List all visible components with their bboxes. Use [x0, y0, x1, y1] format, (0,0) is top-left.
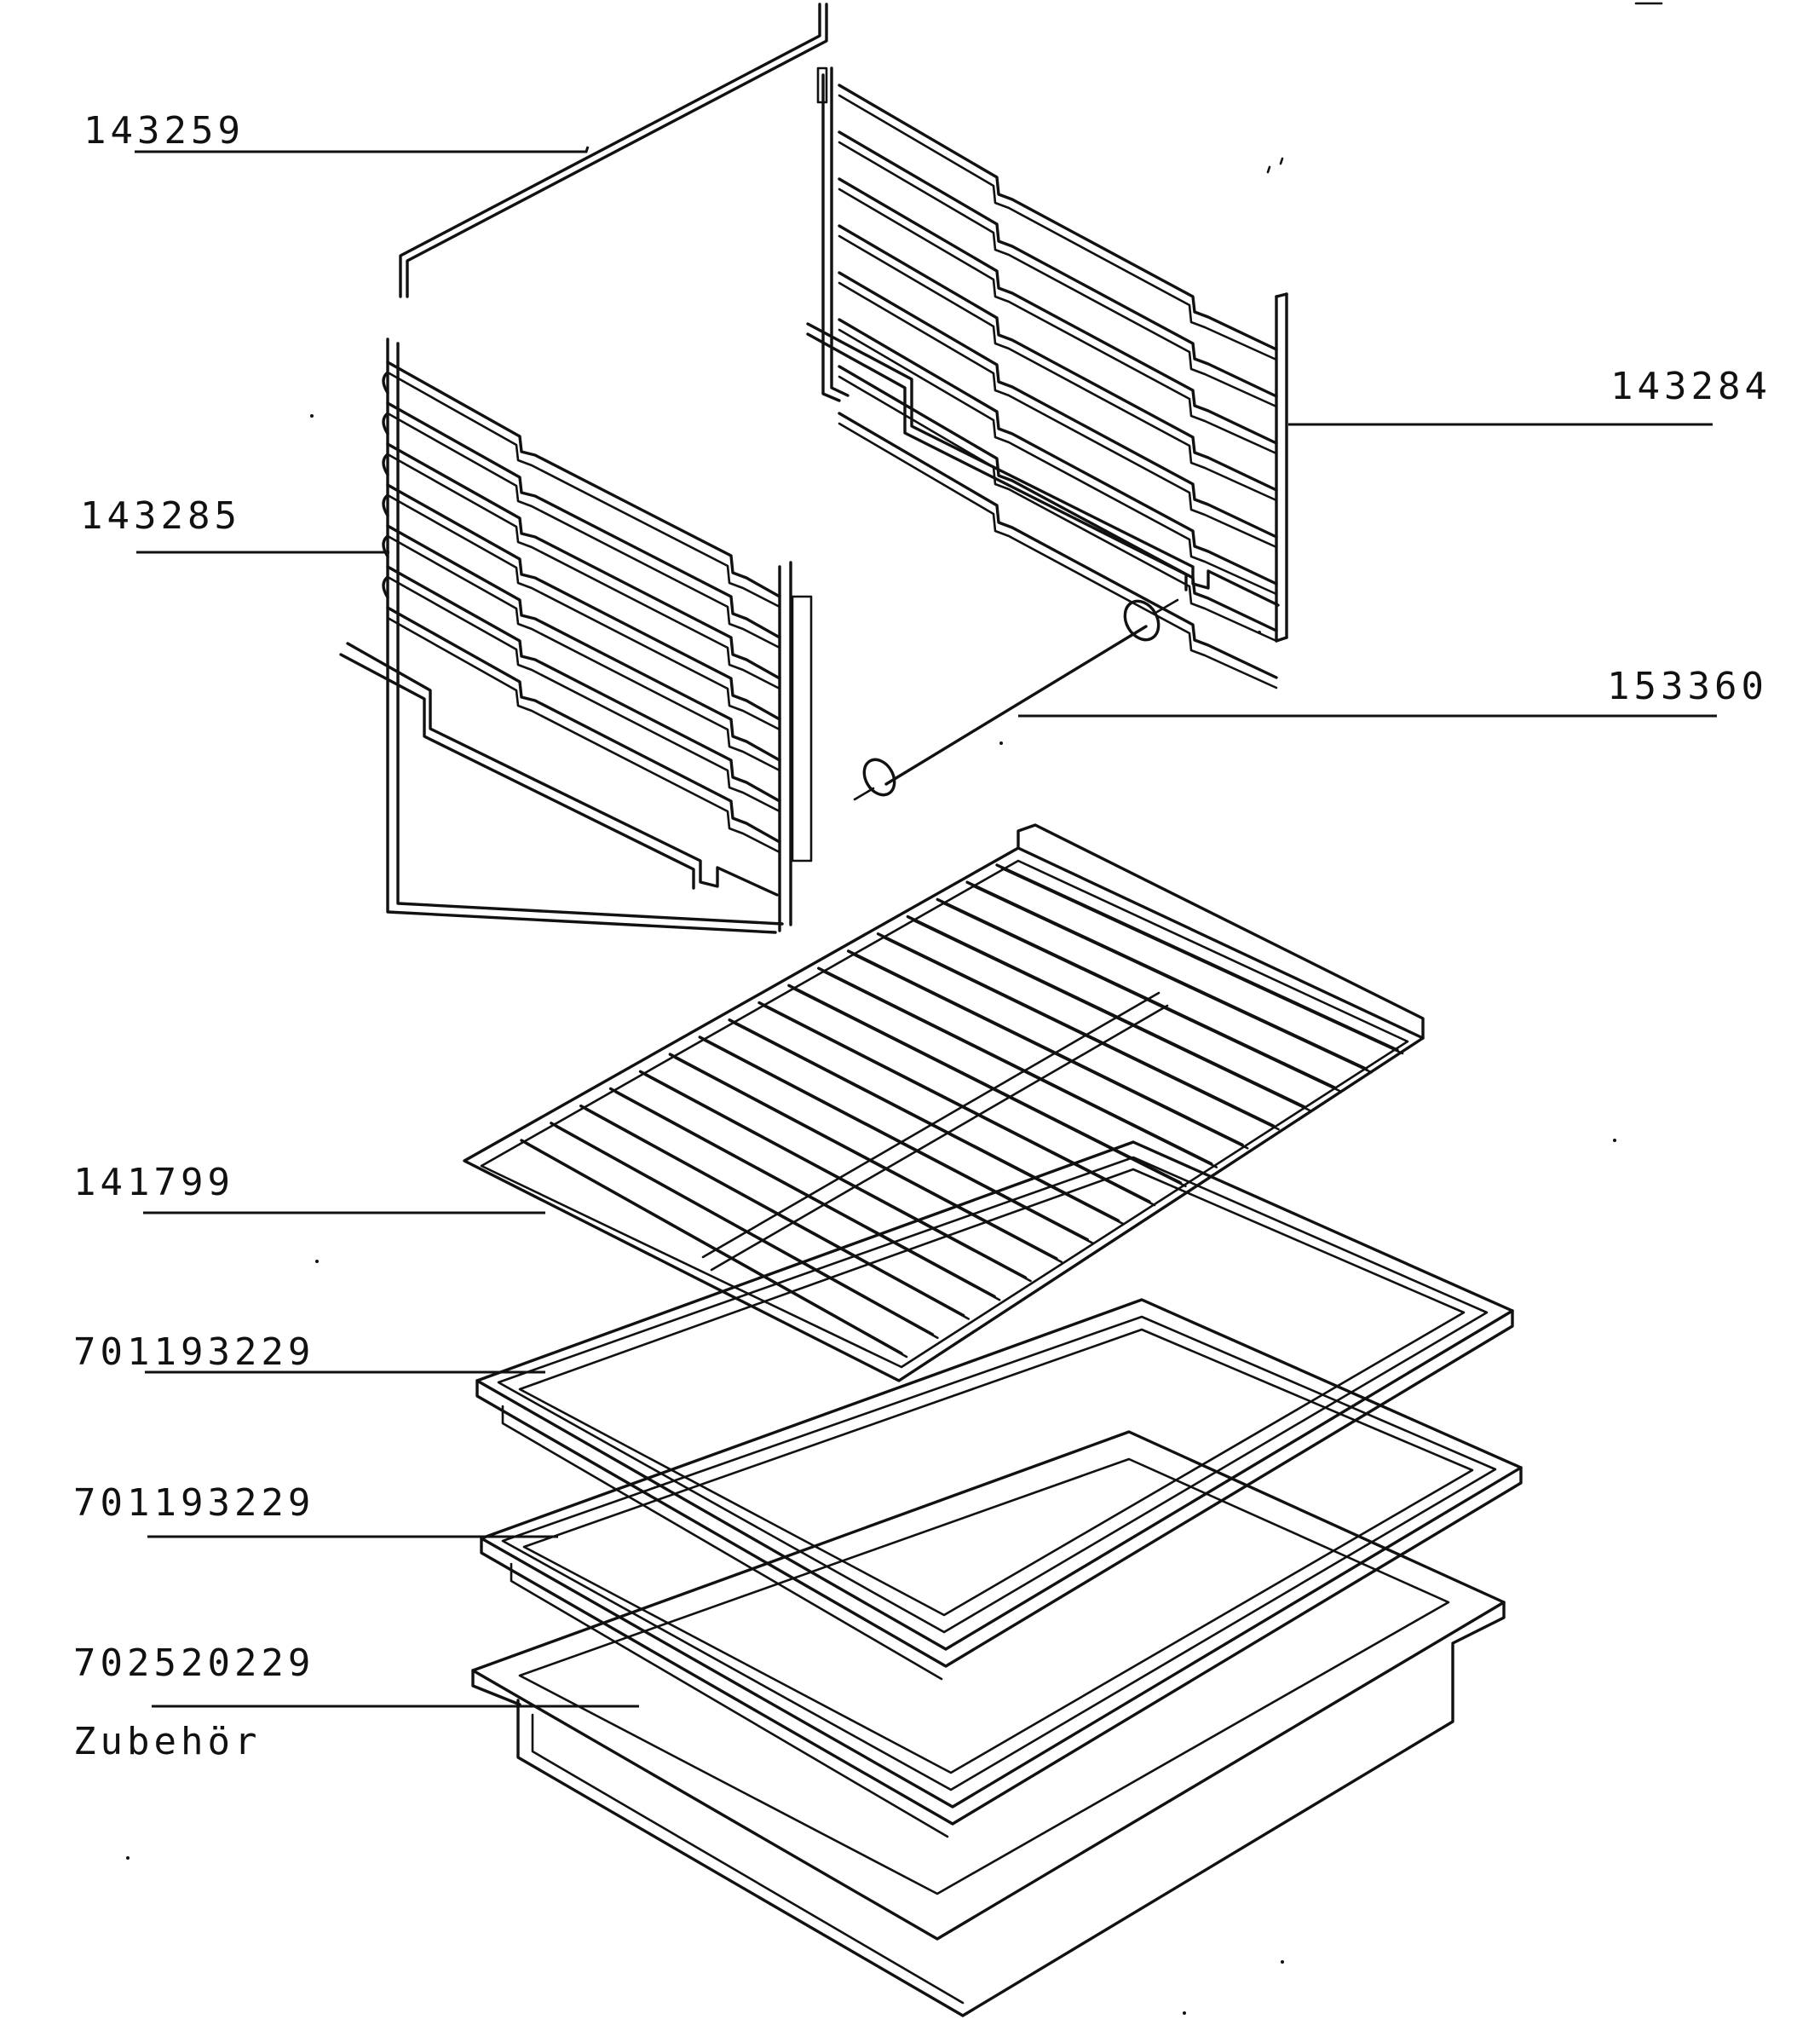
grid-bar: [970, 884, 1373, 1074]
rack-rail: [386, 524, 781, 762]
rack-rail: [838, 422, 1278, 689]
label-143259: 143259: [84, 109, 245, 153]
part-141799-grid-shelf: [463, 823, 1425, 1382]
rack-rail: [386, 442, 781, 680]
rack-rail: [838, 94, 1278, 361]
grid-bar: [912, 919, 1311, 1112]
rack-rail: [838, 224, 1278, 492]
rack-rail: [838, 318, 1278, 586]
grid-bar: [852, 953, 1249, 1150]
part-153360-rod: [853, 598, 1179, 801]
label-702520229: 702520229: [73, 1641, 315, 1685]
rack-rail: [838, 177, 1278, 445]
grid-bar: [822, 970, 1218, 1168]
grid-bar: [703, 1039, 1094, 1244]
grid-bar: [1000, 867, 1404, 1055]
grid-bar: [674, 1056, 1063, 1264]
leader-lines: [135, 146, 1717, 1708]
label-701193229-b: 701193229: [73, 1481, 315, 1525]
grid-cross-bar: [701, 991, 1161, 1259]
rack-rail-bend: [382, 453, 389, 476]
rack-rail: [838, 375, 1278, 643]
rack-rail-bend: [382, 575, 389, 599]
part-702520229-deep-pan: [471, 1430, 1506, 2017]
grid-bar: [882, 936, 1280, 1131]
grid-bar: [792, 988, 1187, 1188]
rack-rail: [838, 141, 1278, 408]
rack-rail: [386, 565, 781, 803]
rack-rail: [838, 281, 1278, 549]
rod-knob-left: [862, 758, 896, 797]
label-141799: 141799: [73, 1161, 234, 1204]
grid-bar: [733, 1022, 1125, 1226]
rack-rail: [838, 271, 1278, 539]
rack-rail: [386, 575, 781, 813]
rack-rail: [838, 365, 1278, 632]
rack-rail: [386, 616, 781, 854]
rack-side-clips: [791, 595, 813, 862]
rack-hook: [816, 66, 828, 104]
label-143284: 143284: [1610, 365, 1771, 408]
rack-rail: [386, 401, 781, 639]
rack-rail: [838, 412, 1278, 679]
part-143259-top-bar: [399, 3, 828, 298]
rack-rail: [838, 328, 1278, 596]
grid-cross-bar: [710, 1004, 1169, 1272]
rack-rail: [838, 188, 1278, 455]
rack-rail-bend: [382, 371, 389, 395]
rack-rail: [838, 234, 1278, 502]
grid-bar: [941, 902, 1342, 1093]
rack-rail: [386, 606, 781, 844]
part-701193229-tray-a: [475, 1140, 1514, 1681]
label-143285: 143285: [80, 494, 241, 538]
part-143285-left-rack: [339, 338, 813, 934]
rack-rail: [386, 361, 781, 598]
label-701193229-a: 701193229: [73, 1330, 315, 1374]
rack-rail: [386, 371, 781, 609]
rack-rail: [386, 534, 781, 772]
rack-rail: [386, 412, 781, 649]
rack-rail-bend: [382, 493, 389, 517]
rod-knob-right: [1123, 599, 1161, 642]
leader-143259: [135, 146, 590, 153]
rack-rail: [838, 130, 1278, 398]
rack-rail: [386, 453, 781, 690]
scan-specks: [126, 2, 1663, 2015]
part-701193229-tray-b: [480, 1298, 1523, 1838]
label-153360: 153360: [1607, 665, 1768, 708]
part-143284-right-rack: [806, 66, 1288, 689]
rack-rail-bend: [382, 412, 389, 436]
rack-rail-bend: [382, 534, 389, 558]
rack-rail: [838, 84, 1278, 351]
rack-rail: [386, 483, 781, 721]
rack-rail: [386, 493, 781, 731]
label-zubehoer: Zubehör: [73, 1720, 262, 1763]
